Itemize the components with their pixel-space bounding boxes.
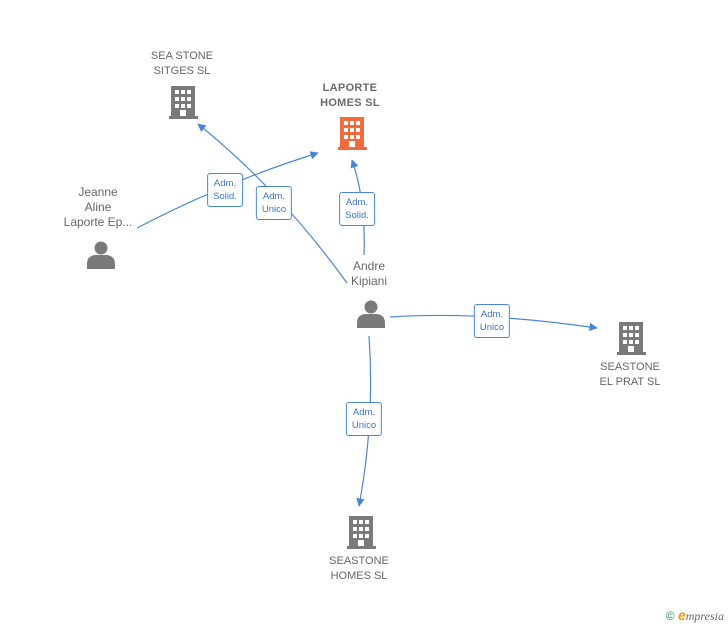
- person-icon[interactable]: [357, 300, 385, 329]
- edge-label-andre-homes[interactable]: Adm. Unico: [345, 402, 383, 436]
- node-label-andre[interactable]: Andre Kipiani: [350, 259, 388, 288]
- node-label-laporte-homes[interactable]: LAPORTE HOMES SL: [320, 82, 380, 109]
- building-icon[interactable]: [347, 516, 376, 549]
- building-icon[interactable]: [617, 322, 646, 355]
- node-label-seastone-homes[interactable]: SEASTONE HOMES SL: [329, 555, 389, 582]
- edge-label-andre-elprat[interactable]: Adm. Unico: [473, 304, 511, 338]
- brand-logo-initial: e: [677, 607, 686, 623]
- node-label-jeanne[interactable]: Jeanne Aline Laporte Ep...: [63, 185, 133, 229]
- brand-footer: © empresia: [666, 607, 724, 624]
- person-icon[interactable]: [87, 241, 115, 270]
- node-label-seastone-el-prat[interactable]: SEASTONE EL PRAT SL: [599, 361, 661, 388]
- building-icon[interactable]: [169, 86, 198, 119]
- node-label-sea-stone-sitges[interactable]: SEA STONE SITGES SL: [150, 50, 214, 77]
- edge-label-andre-sitges[interactable]: Adm. Unico: [255, 186, 293, 220]
- copyright-symbol: ©: [665, 609, 675, 623]
- edge-label-jeanne-laporte[interactable]: Adm. Solid.: [207, 173, 243, 207]
- brand-logo-text: mpresia: [685, 609, 724, 623]
- building-icon[interactable]: [338, 117, 367, 150]
- edge-label-andre-laporte[interactable]: Adm. Solid.: [339, 192, 375, 226]
